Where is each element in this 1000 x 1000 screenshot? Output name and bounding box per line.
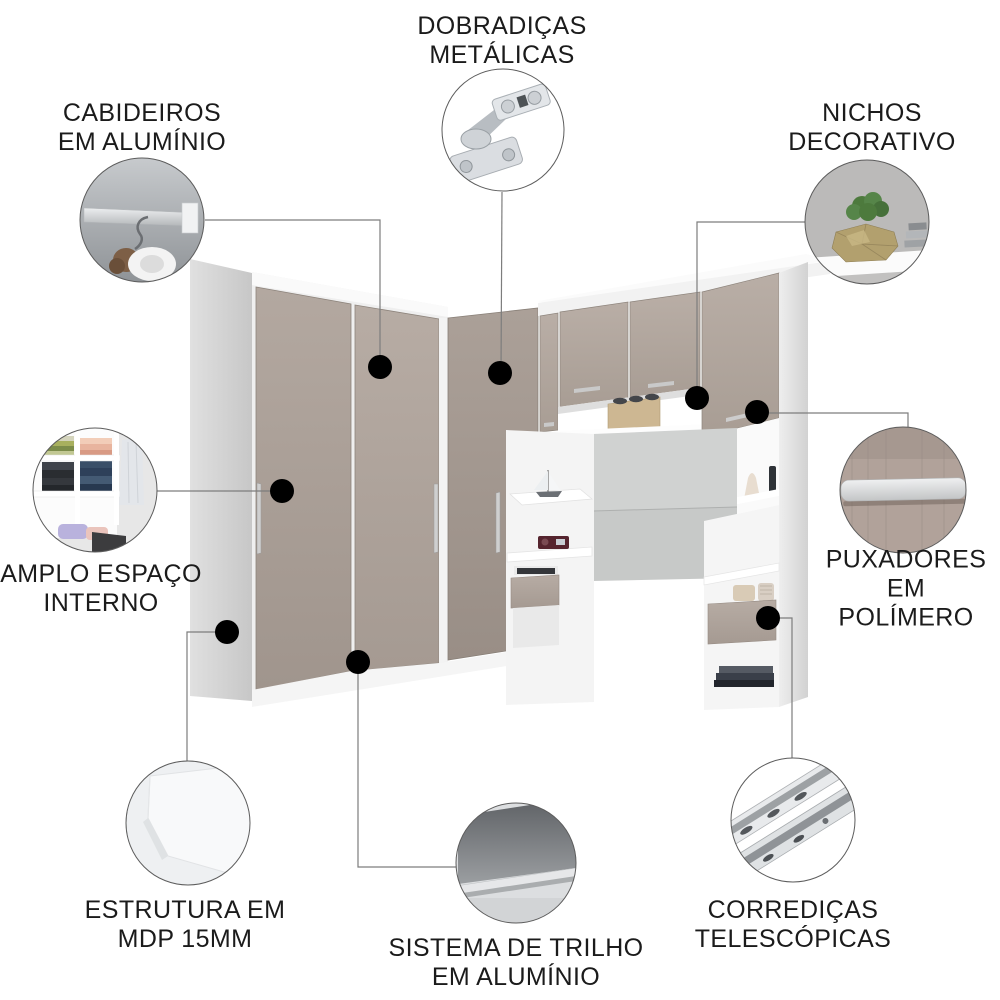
cabinet-handle-icon [648, 381, 674, 388]
niche-item [645, 393, 659, 401]
leader-line-nichos [696, 221, 805, 398]
radio-clock [538, 536, 569, 549]
door-handle-icon [433, 483, 439, 554]
clothes-rail-icon [80, 158, 204, 282]
left-tower-drawer [510, 574, 560, 609]
right-side-panel [779, 262, 808, 707]
left-top-band [252, 272, 448, 317]
leader-line-sistema [357, 662, 456, 868]
callout-label-amplo: AMPLO ESPAÇO INTERNO [0, 560, 202, 617]
leader-line-cabideiros [205, 219, 381, 367]
feature-dot-puxadores [745, 400, 769, 424]
decorative-niche-icon [805, 160, 929, 284]
stacked-books [904, 222, 929, 248]
callout-circle-dobradicas [441, 68, 565, 192]
bridge-door-1 [559, 301, 629, 408]
media-player [517, 568, 555, 574]
feature-dot-estrutura [215, 620, 239, 644]
callout-label-corredicas: CORREDIÇAS TELESCÓPICAS [694, 896, 892, 953]
callout-circle-cabideiros [79, 157, 205, 283]
nightstand-top [703, 562, 780, 586]
left-tower-cubby [513, 605, 559, 648]
niche-item [629, 395, 643, 403]
callout-circle-amplo [32, 427, 158, 553]
bridge-top-band [538, 261, 830, 316]
door-handle-icon [495, 491, 501, 554]
feature-dots [215, 355, 780, 674]
decor-bottle [769, 466, 776, 496]
telescopic-slide-icon [731, 758, 855, 882]
callout-circle-estrutura [125, 760, 251, 886]
bridge-door-left [539, 312, 559, 433]
cabinet-handle-icon [574, 386, 600, 393]
leader-line-puxadores [757, 412, 909, 427]
callout-label-estrutura: ESTRUTURA EM MDP 15MM [84, 896, 286, 953]
hand-sculpture [744, 473, 760, 499]
corner-post [439, 318, 448, 663]
feature-dot-cabideiros [368, 355, 392, 379]
corner-wardrobe-illustration [190, 254, 830, 710]
callout-label-dobradicas: DOBRADIÇAS METÁLICAS [417, 12, 587, 69]
decor-jars [733, 583, 774, 601]
cabinet-handle-icon [544, 422, 554, 427]
leader-line-estrutura [186, 631, 227, 761]
headboard-seam [592, 506, 738, 512]
sailboat-model [534, 470, 562, 497]
left-side-panel [190, 259, 252, 701]
feature-dot-dobradicas [488, 361, 512, 385]
headboard-panel-top [593, 428, 737, 511]
sliding-door-2 [354, 304, 440, 672]
metal-hinge-icon [442, 69, 564, 191]
callout-label-nichos: NICHOS DECORATIVO [788, 99, 956, 156]
aluminum-track-icon [456, 803, 576, 923]
feature-dot-corredicas [756, 606, 780, 630]
niche-item [613, 397, 627, 405]
polymer-handle-icon [726, 413, 748, 422]
mdp-panel-icon [126, 761, 250, 885]
feature-dot-amplo [270, 479, 294, 503]
plant [846, 192, 889, 221]
callout-label-cabideiros: CABIDEIROS EM ALUMÍNIO [57, 99, 227, 156]
callout-circle-sistema [455, 802, 577, 924]
callout-circle-nichos [804, 159, 930, 285]
sliding-door-1 [255, 286, 352, 691]
callout-circle-corredicas [730, 757, 856, 883]
callout-circle-puxadores [839, 426, 967, 554]
books-stack [714, 666, 774, 687]
callout-label-puxadores: PUXADORES EM POLÍMERO [825, 545, 987, 632]
internal-shelves-icon [33, 428, 157, 552]
feature-dot-sistema [346, 650, 370, 674]
callout-label-sistema: SISTEMA DE TRILHO EM ALUMÍNIO [388, 934, 644, 991]
leader-line-dobradicas [500, 191, 503, 374]
feature-dot-nichos [685, 386, 709, 410]
door-handle-icon [256, 482, 262, 555]
headboard-panel-bottom [593, 507, 737, 581]
plinth [252, 647, 538, 707]
